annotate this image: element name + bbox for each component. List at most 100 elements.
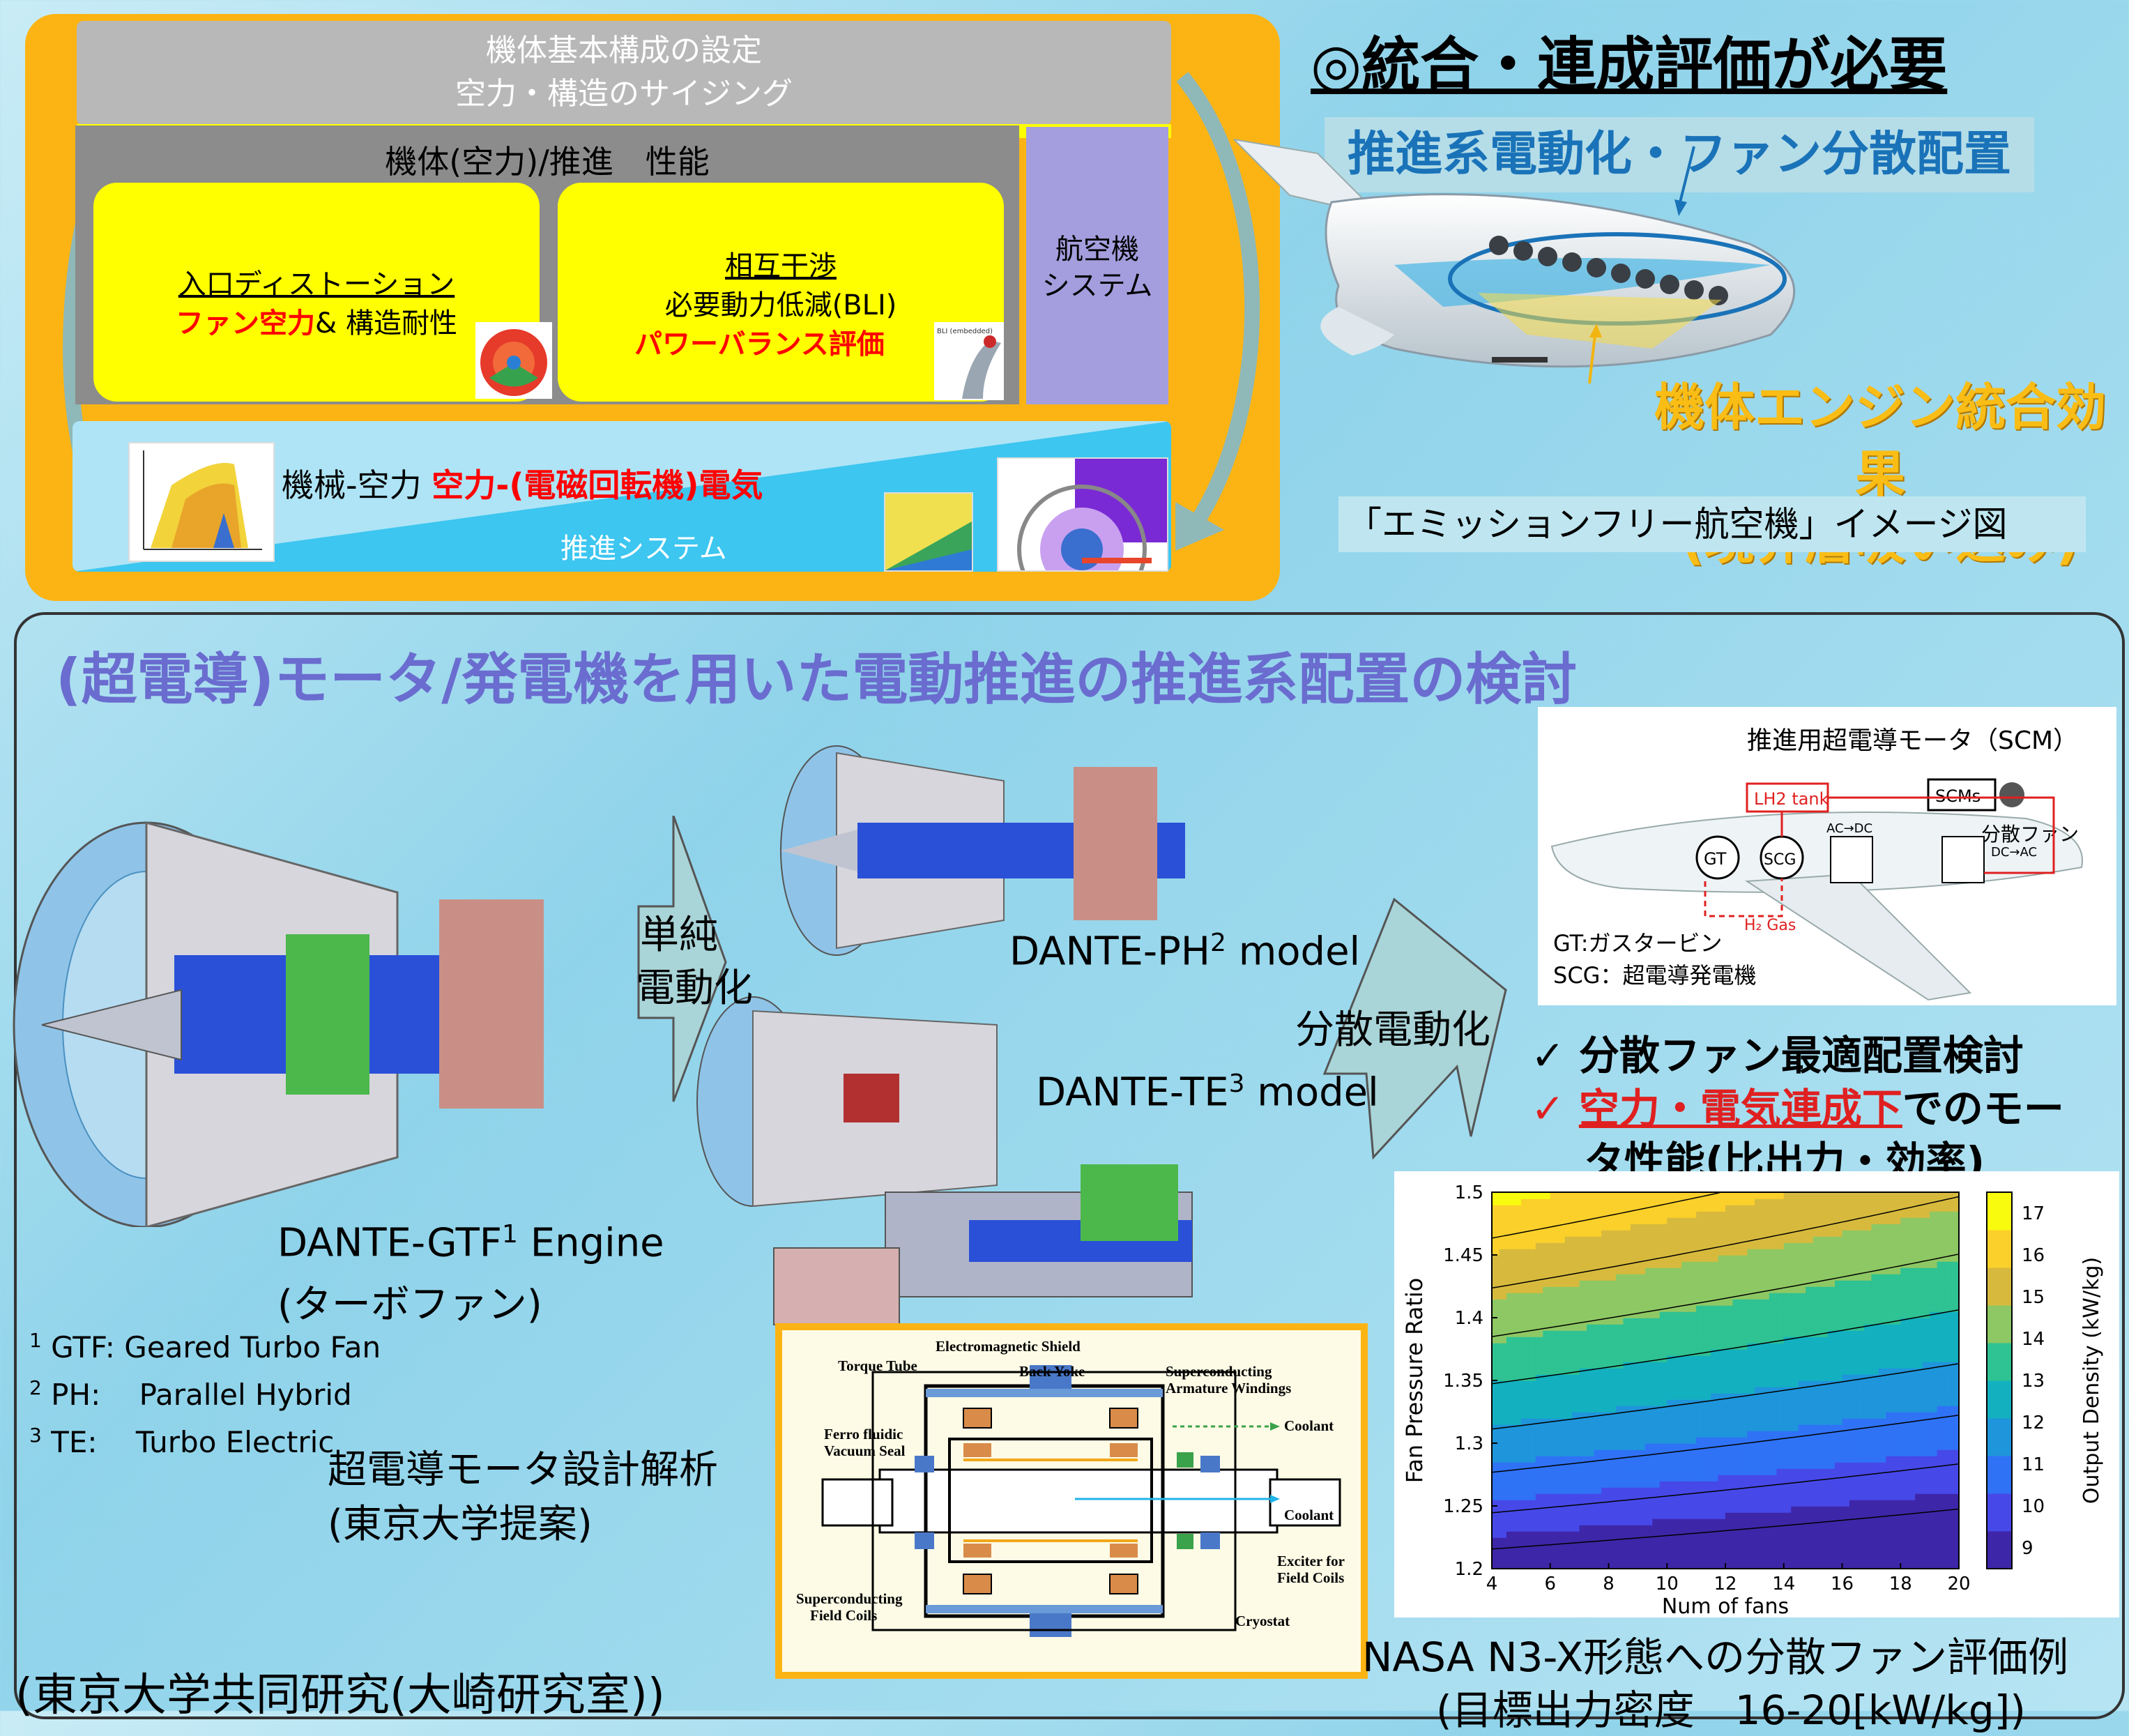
- heatmap-cell: [1608, 1318, 1617, 1325]
- heatmap-cell: [1520, 1274, 1529, 1281]
- contour-line-13: [1491, 1309, 1960, 1385]
- heatmap-cell: [1528, 1242, 1536, 1249]
- heatmap-cell: [1674, 1236, 1682, 1243]
- heatmap-cell: [1674, 1192, 1682, 1199]
- heatmap-cell: [1652, 1487, 1661, 1494]
- heatmap-cell: [1835, 1261, 1843, 1268]
- heatmap-cell: [1791, 1462, 1799, 1469]
- heatmap-cell: [1492, 1211, 1500, 1218]
- heatmap-cell: [1732, 1525, 1741, 1532]
- heatmap-cell: [1820, 1230, 1829, 1237]
- distributed-fan-label: 分散ファン: [1981, 823, 2079, 846]
- heatmap-cell: [1827, 1493, 1836, 1500]
- heatmap-cell: [1798, 1481, 1806, 1488]
- heatmap-cell: [1863, 1500, 1872, 1507]
- heatmap-cell: [1769, 1512, 1778, 1519]
- heatmap-cell: [1835, 1406, 1843, 1413]
- heatmap-cell: [1557, 1412, 1566, 1419]
- heatmap-cell: [1681, 1537, 1690, 1544]
- heatmap-cell: [1842, 1230, 1850, 1237]
- heatmap-cell: [1886, 1324, 1894, 1331]
- heatmap-cell: [1878, 1242, 1887, 1249]
- heatmap-cell: [1900, 1305, 1909, 1312]
- heatmap-cell: [1893, 1387, 1902, 1394]
- heatmap-cell: [1739, 1418, 1748, 1425]
- heatmap-cell: [1579, 1355, 1587, 1362]
- heatmap-cell: [1674, 1443, 1682, 1450]
- y-tick-label: 1.35: [1443, 1371, 1483, 1392]
- heatmap-cell: [1732, 1512, 1741, 1519]
- heatmap-cell: [1638, 1192, 1646, 1199]
- heatmap-cell: [1601, 1418, 1610, 1425]
- heatmap-cell: [1835, 1343, 1843, 1350]
- contour-line-9: [1491, 1508, 1960, 1550]
- colorbar-label: Output Density (kW/kg): [2080, 1257, 2104, 1504]
- heatmap-cell: [1645, 1330, 1654, 1337]
- heatmap-cell: [1813, 1437, 1821, 1444]
- heatmap-cell: [1783, 1330, 1792, 1337]
- heatmap-cell: [1674, 1337, 1682, 1343]
- heatmap-cell: [1798, 1456, 1806, 1463]
- heatmap-cell: [1842, 1556, 1850, 1563]
- integration-needed-title: ◎統合・連成評価が必要: [1311, 31, 1948, 99]
- heatmap-cell: [1564, 1205, 1573, 1212]
- heatmap-cell: [1739, 1205, 1748, 1212]
- heatmap-cell: [1659, 1205, 1668, 1212]
- heatmap-cell: [1572, 1418, 1580, 1425]
- heatmap-cell: [1550, 1500, 1559, 1507]
- heatmap-cell: [1739, 1293, 1748, 1300]
- heatmap-cell: [1878, 1230, 1887, 1237]
- heatmap-cell: [1937, 1399, 1945, 1406]
- heatmap-cell: [1944, 1393, 1953, 1400]
- heatmap-cell: [1842, 1211, 1850, 1218]
- heatmap-cell: [1557, 1518, 1566, 1525]
- heatmap-cell: [1594, 1437, 1602, 1444]
- heatmap-cell: [1820, 1242, 1829, 1249]
- heatmap-cell: [1492, 1418, 1500, 1425]
- heatmap-cell: [1535, 1556, 1544, 1563]
- heatmap-cell: [1535, 1393, 1544, 1400]
- heatmap-cell: [1849, 1261, 1858, 1268]
- heatmap-cell: [1630, 1274, 1639, 1281]
- heatmap-cell: [1930, 1286, 1938, 1293]
- heatmap-cell: [1937, 1431, 1945, 1438]
- heatmap-cell: [1907, 1299, 1916, 1306]
- heatmap-cell: [1711, 1550, 1719, 1557]
- heatmap-cell: [1747, 1217, 1755, 1224]
- heatmap-cell: [1725, 1380, 1734, 1387]
- heatmap-cell: [1739, 1324, 1748, 1331]
- heatmap-cell: [1835, 1468, 1843, 1475]
- heatmap-cell: [1915, 1531, 1923, 1538]
- heatmap-cell: [1550, 1412, 1559, 1419]
- heatmap-cell: [1806, 1475, 1814, 1482]
- heatmap-cell: [1827, 1550, 1836, 1557]
- heatmap-cell: [1827, 1437, 1836, 1444]
- heatmap-cell: [1528, 1412, 1536, 1419]
- heatmap-cell: [1747, 1211, 1755, 1218]
- heatmap-cell: [1886, 1198, 1894, 1205]
- heatmap-cell: [1564, 1224, 1573, 1231]
- heatmap-cell: [1587, 1525, 1595, 1532]
- heatmap-cell: [1951, 1293, 1960, 1300]
- heatmap-cell: [1863, 1556, 1872, 1563]
- heatmap-cell: [1543, 1512, 1551, 1519]
- heatmap-cell: [1711, 1374, 1719, 1381]
- heatmap-cell: [1703, 1512, 1711, 1519]
- heatmap-cell: [1791, 1280, 1799, 1287]
- heatmap-cell: [1513, 1393, 1522, 1400]
- heatmap-cell: [1900, 1500, 1909, 1507]
- heatmap-cell: [1520, 1493, 1529, 1500]
- heatmap-cell: [1798, 1449, 1806, 1456]
- heatmap-cell: [1594, 1393, 1602, 1400]
- heatmap-cell: [1667, 1456, 1675, 1463]
- heatmap-cell: [1623, 1481, 1631, 1488]
- heatmap-cell: [1506, 1531, 1515, 1538]
- heatmap-cell: [1813, 1462, 1821, 1469]
- heatmap-cell: [1674, 1481, 1682, 1488]
- heatmap-cell: [1915, 1512, 1923, 1519]
- heatmap-cell: [1849, 1481, 1858, 1488]
- heatmap-cell: [1652, 1537, 1661, 1544]
- heatmap-cell: [1762, 1443, 1770, 1450]
- heatmap-cell: [1871, 1343, 1879, 1350]
- heatmap-cell: [1827, 1362, 1836, 1369]
